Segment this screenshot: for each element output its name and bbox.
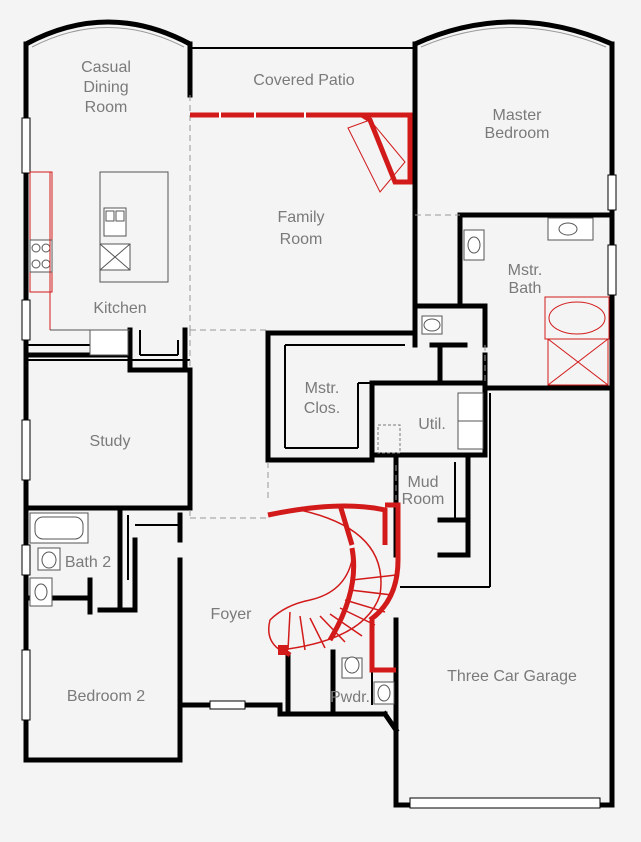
utility-fixtures (377, 392, 484, 454)
openings (189, 95, 486, 519)
label-three-car-garage: Three Car Garage (447, 668, 577, 685)
label-mstr-clos: Mstr.Clos. (304, 380, 340, 417)
master-bedroom-bay-window (413, 19, 614, 47)
label-bedroom-2: Bedroom 2 (67, 688, 145, 705)
kitchen-fixtures (29, 171, 169, 356)
walls (23, 41, 615, 808)
label-util: Util. (418, 416, 446, 433)
label-kitchen: Kitchen (93, 300, 146, 317)
label-study: Study (90, 433, 131, 450)
label-foyer: Foyer (211, 606, 253, 623)
label-pwdr: Pwdr. (330, 689, 370, 706)
casual-dining-bay-window (24, 19, 192, 47)
label-covered-patio: Covered Patio (253, 72, 354, 89)
curved-staircase (267, 502, 401, 673)
bath2-fixtures (29, 512, 89, 607)
fireplace (190, 112, 413, 193)
powder-fixtures (341, 656, 395, 705)
windows (21, 117, 617, 809)
master-bath-fixtures (421, 217, 610, 386)
label-mstr-bath: Mstr.Bath (508, 262, 543, 297)
label-bath-2: Bath 2 (65, 554, 111, 571)
